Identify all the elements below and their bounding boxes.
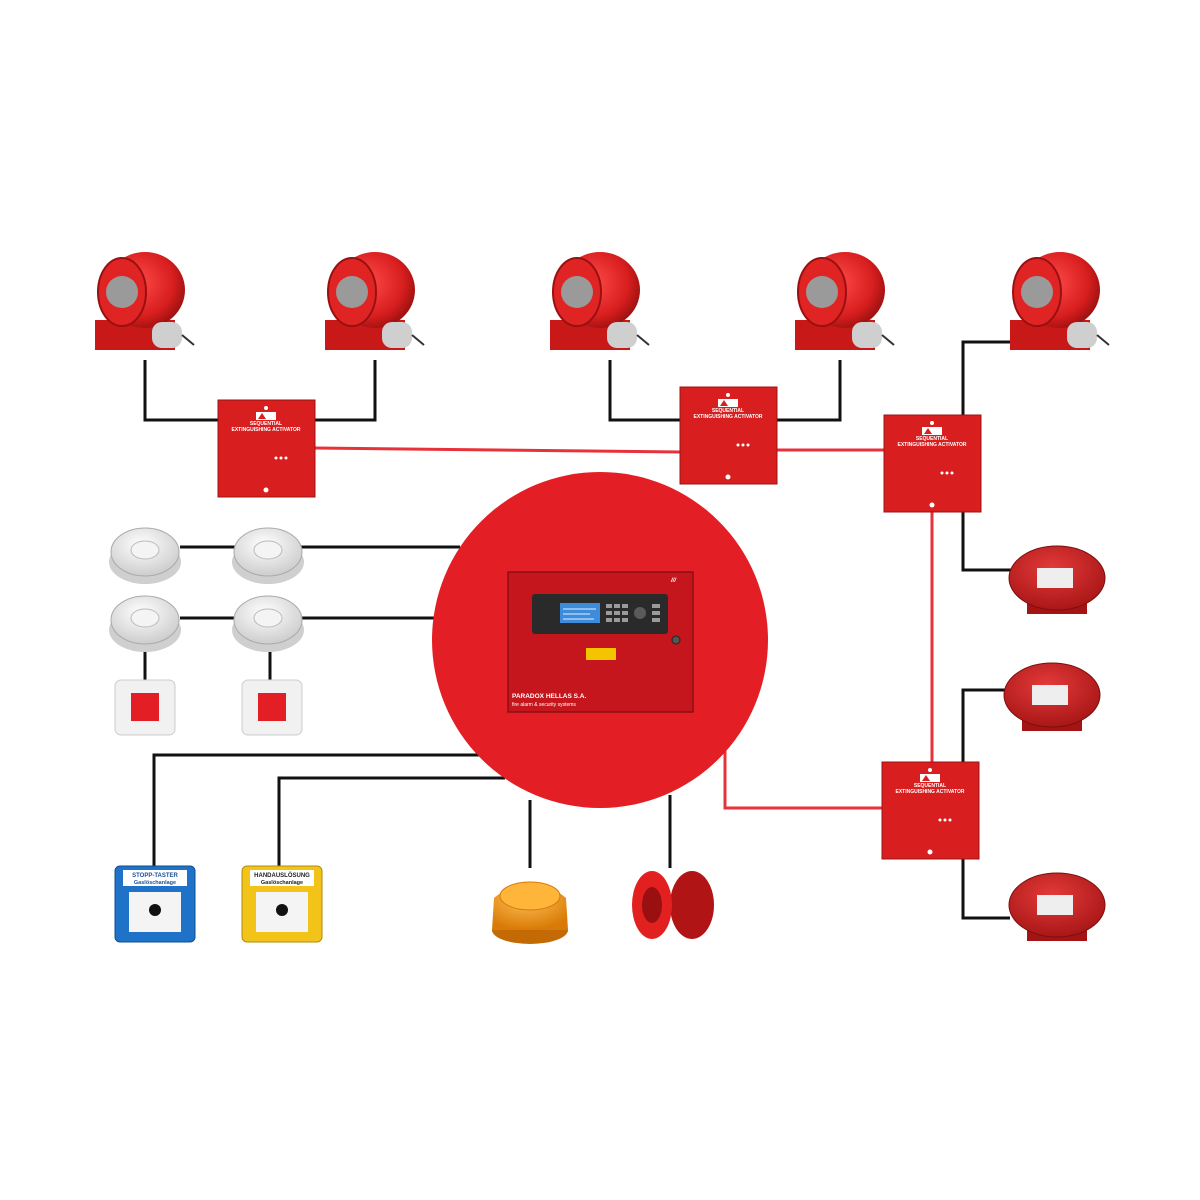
smoke-detector-icon — [109, 595, 181, 652]
wire-act2-cyl3 — [608, 360, 680, 422]
activator-status-leds — [938, 818, 952, 822]
release-button-label-line2: Gaslöschanlage — [261, 880, 303, 886]
svg-text:SEQUENTIAL: SEQUENTIAL — [914, 783, 946, 789]
activator-status-leds — [274, 456, 288, 460]
svg-text:SEQUENTIAL: SEQUENTIAL — [712, 408, 744, 414]
svg-text:SEQUENTIAL: SEQUENTIAL — [916, 436, 948, 442]
extinguisher-cylinder-icon — [325, 252, 425, 350]
bus-act1-act2 — [314, 446, 681, 454]
wire-act2-cyl4 — [775, 360, 842, 422]
panel-brand-line2: fire alarm & security systems — [512, 702, 576, 708]
panel-key-lock-icon[interactable] — [671, 635, 681, 645]
activator-logo-icon — [922, 427, 942, 435]
activator-logo-icon — [256, 412, 276, 420]
extinguisher-cylinder-icon — [95, 252, 195, 350]
release-button: HANDAUSLÖSUNG Gaslöschanlage — [241, 865, 323, 943]
solenoid-valve-icon — [1008, 872, 1106, 941]
stop-button-label-line1: STOPP-TASTER — [132, 873, 178, 879]
svg-text:EXTINGUISHING ACTIVATOR: EXTINGUISHING ACTIVATOR — [896, 789, 965, 795]
control-panel: /// PARADOX HELLAS S.A. fire alarm & sec… — [432, 472, 768, 808]
activator-box: SEQUENTIAL EXTINGUISHING ACTIVATOR — [883, 414, 982, 513]
wire-act4-valve2 — [961, 688, 1005, 762]
beacon-icon — [492, 881, 568, 944]
panel-brand-line1: PARADOX HELLAS S.A. — [512, 693, 586, 700]
smoke-detector-icon — [232, 595, 304, 652]
stop-button-press-icon — [149, 904, 161, 916]
extinguisher-cylinder-icon — [550, 252, 650, 350]
panel-warning-label — [586, 648, 616, 660]
wire-act3-cyl5 — [961, 340, 1010, 415]
extinguisher-cylinder-icon — [795, 252, 895, 350]
smoke-detector-icon — [109, 527, 181, 584]
wire-act3-valve1 — [961, 512, 1015, 572]
stop-button: STOPP-TASTER Gaslöschanlage — [114, 865, 196, 943]
solenoid-valve-icon — [1003, 662, 1101, 731]
release-button-press-icon — [276, 904, 288, 916]
manual-call-point-icon — [114, 679, 176, 736]
activator-box: SEQUENTIAL EXTINGUISHING ACTIVATOR — [217, 399, 316, 498]
svg-text:EXTINGUISHING ACTIVATOR: EXTINGUISHING ACTIVATOR — [898, 442, 967, 448]
wire-act1-cyl2 — [315, 360, 377, 422]
activator-box: SEQUENTIAL EXTINGUISHING ACTIVATOR — [881, 761, 980, 860]
svg-text:///: /// — [670, 578, 677, 584]
sounder-icon — [632, 871, 714, 939]
solenoid-valve-icon — [1008, 545, 1106, 614]
wire-release-button — [277, 776, 505, 868]
bus-panel-act4 — [723, 745, 882, 810]
extinguisher-cylinder-icon — [1010, 252, 1110, 350]
release-button-label-line1: HANDAUSLÖSUNG — [254, 872, 310, 879]
smoke-detector-icon — [232, 527, 304, 584]
wire-act4-valve3 — [961, 857, 1010, 920]
wire-stop-button — [152, 753, 480, 868]
activator-box: SEQUENTIAL EXTINGUISHING ACTIVATOR — [679, 386, 778, 485]
panel-lcd-display[interactable] — [560, 603, 600, 623]
activator-logo-icon — [718, 399, 738, 407]
svg-text:EXTINGUISHING ACTIVATOR: EXTINGUISHING ACTIVATOR — [694, 414, 763, 420]
activator-logo-icon — [920, 774, 940, 782]
svg-text:EXTINGUISHING ACTIVATOR: EXTINGUISHING ACTIVATOR — [232, 427, 301, 433]
activator-status-leds — [940, 471, 954, 475]
wire-act1-cyl1 — [143, 360, 218, 422]
panel-keypad[interactable] — [606, 604, 660, 622]
svg-text:SEQUENTIAL: SEQUENTIAL — [250, 421, 282, 427]
panel-cabinet — [507, 571, 694, 713]
manual-call-point-icon — [241, 679, 303, 736]
stop-button-label-line2: Gaslöschanlage — [134, 880, 176, 886]
activator-status-leds — [736, 443, 750, 447]
